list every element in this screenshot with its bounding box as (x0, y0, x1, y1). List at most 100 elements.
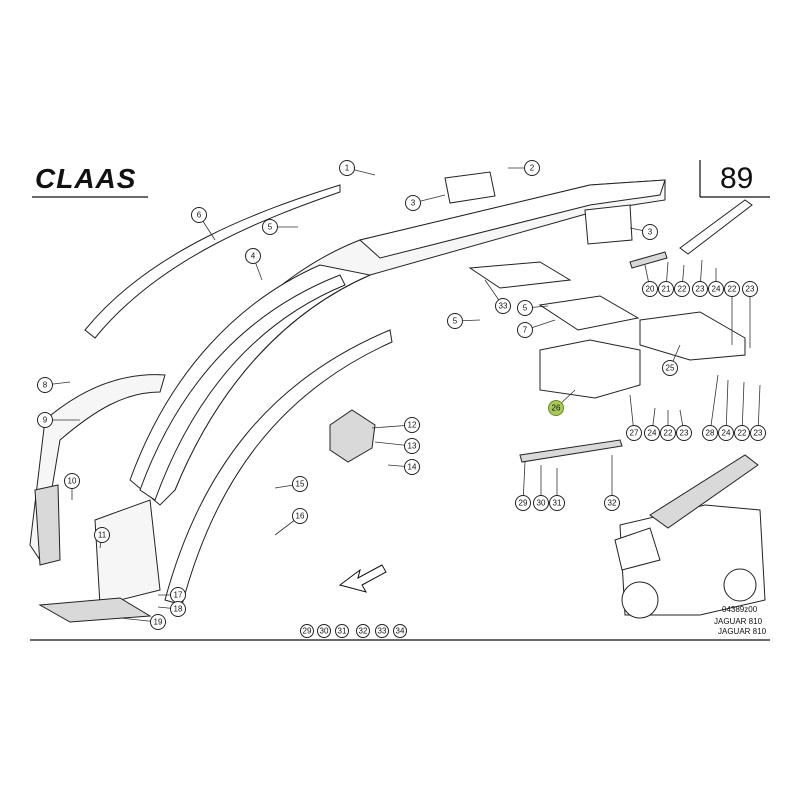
callout-label: 24 (722, 429, 731, 438)
callout-6: 6 (191, 207, 216, 241)
callout-circle (604, 495, 620, 511)
callout-26: 26 (548, 389, 576, 416)
callout-circle (548, 400, 564, 416)
callout-label: 5 (523, 304, 528, 313)
callout-23: 23 (750, 384, 766, 441)
callout-14: 14 (387, 459, 420, 475)
callout-circle (662, 360, 678, 376)
lower-guide-edge (34, 484, 61, 566)
callout-circle (150, 614, 166, 630)
callout-33: 33 (484, 279, 511, 314)
callout-label: 32 (608, 499, 617, 508)
callout-circle (517, 300, 533, 316)
flange-3-left (444, 171, 496, 204)
callout-label: 30 (537, 499, 546, 508)
callout-22: 22 (734, 381, 750, 441)
brand-logo: CLAAS (35, 163, 136, 194)
callout-22: 22 (660, 410, 676, 441)
callout-label: 5 (268, 223, 273, 232)
callout-label: 8 (43, 381, 48, 390)
callout-circle (549, 495, 565, 511)
callout-circle (292, 508, 308, 524)
model-label-1: JAGUAR 810 (714, 617, 763, 626)
callout-31: 31 (549, 468, 565, 511)
callout-circle (533, 495, 549, 511)
callout-circle (642, 281, 658, 297)
callout-label: 29 (303, 627, 312, 636)
callout-19: 19 (119, 614, 166, 630)
callout-label: 16 (296, 512, 305, 521)
callout-2: 2 (508, 160, 540, 176)
page-number: 89 (720, 162, 753, 195)
callout-label: 6 (197, 211, 202, 220)
callout-23: 23 (692, 259, 708, 297)
callout-23: 23 (742, 281, 758, 348)
callout-circle (515, 495, 531, 511)
callout-leader (709, 374, 719, 434)
callout-circle (676, 425, 692, 441)
callout-label: 19 (154, 618, 163, 627)
light-12 (329, 409, 376, 463)
callout-circle (642, 224, 658, 240)
callout-label: 13 (408, 442, 417, 451)
callout-22: 22 (724, 281, 740, 345)
callout-21: 21 (658, 261, 674, 297)
callout-24: 24 (718, 379, 734, 441)
callout-23: 23 (676, 409, 692, 441)
callout-circle (245, 248, 261, 264)
callout-11: 11 (94, 527, 110, 549)
callout-label: 23 (680, 429, 689, 438)
callout-7: 7 (517, 319, 556, 338)
callout-label: 30 (320, 627, 329, 636)
plate-33 (468, 261, 572, 289)
callout-10: 10 (64, 473, 80, 500)
callout-circle (37, 377, 53, 393)
bracket-25 (639, 311, 746, 361)
callout-1: 1 (339, 160, 376, 176)
callout-circle (339, 160, 355, 176)
callout-33: 33 (375, 624, 389, 638)
flange-3-right (584, 204, 633, 245)
callout-circle (495, 298, 511, 314)
callout-circle (262, 219, 278, 235)
drawing-code: 04389z00 (722, 605, 758, 614)
callout-32: 32 (356, 624, 370, 638)
callout-8: 8 (37, 377, 71, 393)
callout-label: 22 (678, 285, 687, 294)
callout-12: 12 (371, 417, 420, 433)
callout-label: 33 (378, 627, 387, 636)
callout-circle (405, 195, 421, 211)
callout-label: 24 (648, 429, 657, 438)
wear-strip-lower (164, 329, 393, 606)
callout-label: 1 (345, 164, 350, 173)
deflector-19 (38, 597, 152, 623)
machine-front-wheel (621, 581, 659, 619)
callout-label: 15 (296, 480, 305, 489)
machine-rear-wheel (723, 568, 757, 602)
callout-circle (300, 624, 314, 638)
spout-assembly (29, 171, 753, 623)
callout-circle (734, 425, 750, 441)
callout-circle (660, 425, 676, 441)
machine-cab (614, 527, 661, 571)
callout-circle (404, 459, 420, 475)
callout-31: 31 (335, 624, 349, 638)
callout-circle (742, 281, 758, 297)
callout-leader (725, 379, 729, 434)
callout-label: 5 (453, 317, 458, 326)
callout-22: 22 (674, 264, 690, 297)
callout-label: 4 (251, 252, 256, 261)
callout-label: 23 (746, 285, 755, 294)
callout-label: 27 (630, 429, 639, 438)
callout-circle (335, 624, 349, 638)
callout-5: 5 (262, 219, 298, 235)
rod-21 (679, 199, 753, 255)
callout-circle (404, 438, 420, 454)
callout-circle (170, 601, 186, 617)
callout-label: 7 (523, 326, 528, 335)
spring-rod-31 (519, 439, 623, 463)
callout-label: 28 (706, 429, 715, 438)
callout-circle (718, 425, 734, 441)
